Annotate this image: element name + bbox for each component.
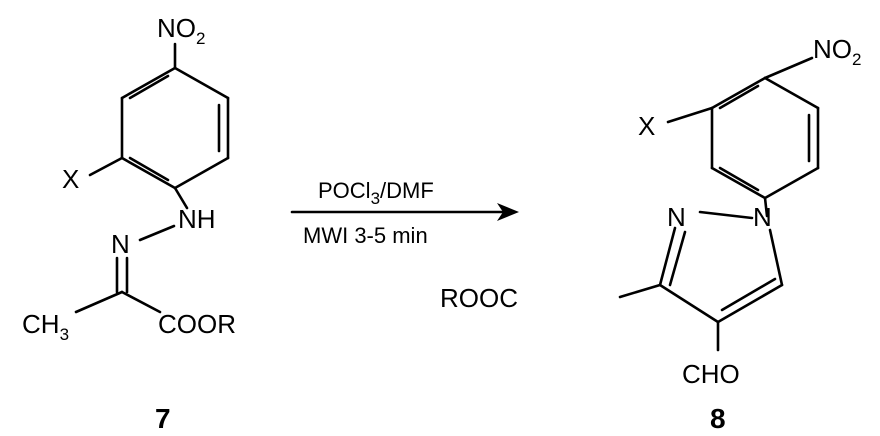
c3-c4-bond — [658, 283, 720, 324]
nh-bond — [173, 186, 189, 210]
reactant-x-label: X — [62, 164, 79, 194]
c4-c5-bond — [716, 283, 784, 324]
x-bond — [666, 106, 714, 124]
ring-double-bond — [128, 74, 170, 100]
product-nitro-label: NO2 — [813, 34, 861, 69]
x-bond — [88, 156, 124, 177]
reactant-ester-label: COOR — [158, 309, 236, 339]
reactant-structure: NO2 X NH N CH3 COOR — [22, 13, 236, 344]
product-structure: NO2 X N N ROOC CHO — [440, 34, 861, 389]
product-n1-label: N — [753, 202, 772, 232]
product-n2-label: N — [667, 202, 686, 232]
n2-c3-double-bond — [668, 230, 687, 287]
product-x-label: X — [638, 111, 655, 141]
n2-c3-bond — [658, 226, 677, 287]
product-ester-label: ROOC — [440, 283, 518, 313]
ring-bond — [710, 76, 767, 110]
n1-n2-bond — [698, 210, 754, 220]
reactant-nitro-label: NO2 — [157, 13, 205, 48]
reactant-n-label: N — [111, 229, 130, 259]
compound-label-7: 7 — [155, 403, 171, 434]
reactant-nh-label: NH — [178, 204, 216, 234]
arrow-head — [497, 203, 519, 221]
ring-bond — [173, 156, 230, 190]
product-aldehyde-label: CHO — [682, 359, 740, 389]
ring-bond — [173, 66, 230, 100]
nitro-bond — [763, 56, 814, 80]
ring-double-bond — [718, 84, 760, 110]
compound-label-8: 8 — [710, 403, 726, 434]
reagent-text-bottom: MWI 3-5 min — [303, 223, 428, 248]
reaction-arrow — [290, 203, 519, 221]
ring-bond — [763, 166, 820, 200]
n-n-bond — [138, 224, 176, 242]
ring-bond — [120, 156, 177, 190]
ester-bond — [618, 283, 662, 299]
aryl-n-bond — [763, 196, 769, 218]
c4-c5-double-bond — [720, 277, 777, 312]
reagent-text-top: POCl3/DMF — [318, 178, 434, 208]
ring-bond — [120, 66, 177, 100]
ring-double-bond — [128, 156, 170, 182]
ring-double-bond — [718, 166, 760, 192]
ring-bond — [763, 76, 820, 110]
ester-bond — [120, 290, 162, 314]
ring-bond — [710, 166, 767, 200]
c5-n1-bond — [768, 228, 784, 287]
methyl-bond — [74, 290, 124, 314]
reactant-methyl-label: CH3 — [22, 309, 69, 344]
